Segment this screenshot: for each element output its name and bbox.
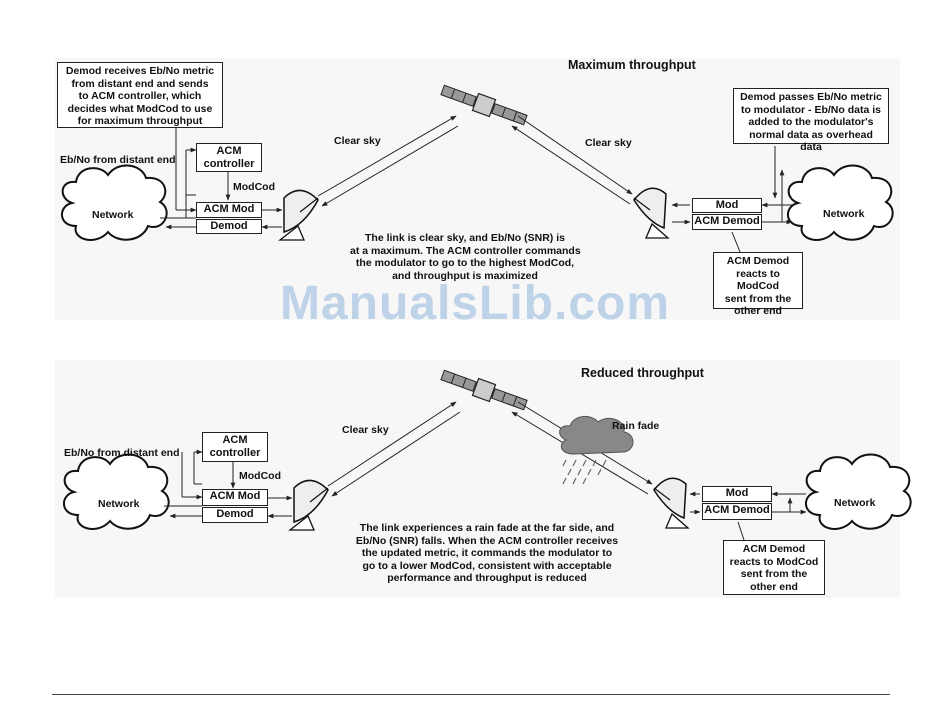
top-left-note: Demod receives Eb/No metric from distant… xyxy=(57,62,223,128)
network-cloud-right-bottom xyxy=(805,453,912,530)
bottom-modcod-label: ModCod xyxy=(239,470,281,482)
footer-divider xyxy=(52,694,890,695)
top-right-note: Demod passes Eb/No metric to modulator -… xyxy=(733,88,889,153)
note-line: added to the modulator's xyxy=(748,116,874,128)
top-acm-mod-box: ACM Mod xyxy=(196,202,262,218)
dish-icon-left-bottom xyxy=(288,479,329,531)
box-line: ACM xyxy=(216,145,242,157)
note-line: from distant end and sends xyxy=(71,77,209,90)
dish-icon-right-bottom xyxy=(653,477,690,529)
top-modcod-label: ModCod xyxy=(233,181,275,193)
top-diagram-title: Maximum throughput xyxy=(568,58,696,72)
bottom-center-text: The link experiences a rain fade at the … xyxy=(352,522,622,585)
box-line: ACM xyxy=(222,434,248,446)
bottom-acm-mod-box: ACM Mod xyxy=(202,489,268,506)
note-line: ACM Demod xyxy=(726,255,790,267)
rain-cloud-icon xyxy=(559,416,634,485)
note-line: decides what ModCod to use xyxy=(67,102,213,115)
bottom-network-left-label: Network xyxy=(98,498,140,510)
text-line: Eb/No (SNR) falls. When the ACM controll… xyxy=(355,534,619,547)
top-acm-demod-note: ACM Demod reacts to ModCod sent from the… xyxy=(713,252,803,317)
box-line: controller xyxy=(203,157,255,170)
note-line: other end xyxy=(750,580,798,593)
bottom-network-right-label: Network xyxy=(834,497,876,509)
note-line: Demod receives Eb/No metric xyxy=(65,65,215,77)
top-network-left-label: Network xyxy=(92,209,134,221)
satellite-icon-bottom xyxy=(440,369,528,411)
text-line: the updated metric, it commands the modu… xyxy=(361,547,613,559)
note-line: other end xyxy=(734,305,782,317)
note-line: normal data as overhead data xyxy=(749,128,873,154)
bottom-diagram-title: Reduced throughput xyxy=(581,366,704,380)
note-line: to modulator - Eb/No data is xyxy=(740,103,881,116)
top-center-text: The link is clear sky, and Eb/No (SNR) i… xyxy=(350,232,581,282)
bottom-eb-no-label: Eb/No from distant end xyxy=(64,447,180,459)
top-acm-demod-box: ACM Demod xyxy=(692,214,762,230)
dish-icon-left-top xyxy=(278,189,319,241)
top-network-right-label: Network xyxy=(823,208,865,220)
text-line: The link is clear sky, and Eb/No (SNR) i… xyxy=(365,232,565,244)
note-line: Demod passes Eb/No metric xyxy=(740,91,882,103)
text-line: The link experiences a rain fade at the … xyxy=(359,522,615,534)
note-line: ACM Demod xyxy=(742,543,806,555)
note-line: reacts to ModCod xyxy=(729,555,819,568)
top-demod-box: Demod xyxy=(196,219,262,234)
satellite-icon-top xyxy=(440,84,528,126)
bottom-mod-box: Mod xyxy=(702,486,772,502)
bottom-clear-sky: Clear sky xyxy=(342,424,389,436)
dish-icon-right-top xyxy=(633,187,670,239)
bottom-acm-demod-note: ACM Demod reacts to ModCod sent from the… xyxy=(723,540,825,595)
note-line: sent from the xyxy=(724,292,792,305)
note-line: reacts to ModCod xyxy=(736,267,780,293)
bottom-demod-box: Demod xyxy=(202,507,268,523)
text-line: performance and throughput is reduced xyxy=(387,572,587,584)
note-line: for maximum throughput xyxy=(77,115,203,127)
top-acm-controller-box: ACM controller xyxy=(196,143,262,172)
note-line: sent from the xyxy=(740,568,808,580)
text-line: at a maximum. The ACM controller command… xyxy=(350,244,581,257)
bottom-acm-controller-box: ACM controller xyxy=(202,432,268,462)
top-mod-box: Mod xyxy=(692,198,762,213)
note-line: to ACM controller, which xyxy=(78,90,202,102)
text-line: go to a lower ModCod, consistent with ac… xyxy=(362,559,612,572)
network-cloud-left-bottom xyxy=(63,453,170,530)
top-clear-sky-right: Clear sky xyxy=(585,137,632,149)
bottom-acm-demod-box: ACM Demod xyxy=(702,503,772,520)
text-line: the modulator to go to the highest ModCo… xyxy=(355,257,575,269)
box-line: controller xyxy=(209,446,261,459)
network-cloud-right-top xyxy=(787,164,894,241)
watermark: ManualsLib.com xyxy=(279,277,671,330)
top-eb-no-label: Eb/No from distant end xyxy=(60,154,176,166)
network-cloud-left-top xyxy=(61,164,168,241)
bottom-rain-fade: Rain fade xyxy=(612,420,660,432)
top-clear-sky-left: Clear sky xyxy=(334,135,381,147)
text-line: and throughput is maximized xyxy=(392,269,538,282)
